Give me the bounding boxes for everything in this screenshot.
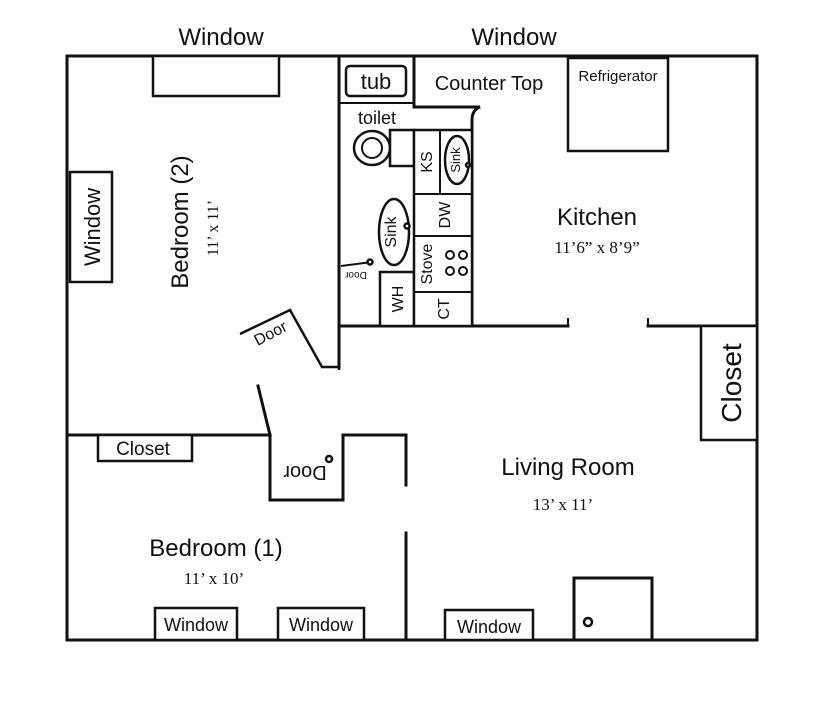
window-label-left: Window: [80, 188, 105, 266]
bath-sink-label: Sink: [383, 215, 400, 247]
tub-label: tub: [361, 69, 392, 94]
window-label-bottom-3: Window: [457, 617, 522, 637]
kitchen-sink-label: Sink: [448, 147, 463, 173]
window-label-top-right: Window: [471, 24, 557, 51]
window-label-bottom-1: Window: [164, 615, 229, 635]
ct-label: CT: [436, 298, 453, 320]
kitchen-name: Kitchen: [557, 204, 637, 231]
refrigerator-label: Refrigerator: [578, 68, 657, 85]
refrigerator: [566, 56, 670, 153]
toilet-label: toilet: [358, 108, 396, 128]
bedroom1-size: 11’ x 10’: [184, 569, 244, 588]
ks-label: KS: [419, 151, 436, 172]
counter-top-label: Counter Top: [435, 73, 544, 95]
dw-label: DW: [437, 201, 454, 229]
bedroom1-name: Bedroom (1): [149, 535, 282, 562]
kitchen-size: 11’6” x 8’9”: [554, 238, 639, 257]
bedroom1-closet-label: Closet: [116, 439, 171, 460]
entry-knob: [582, 616, 594, 628]
kitchen-sink: [443, 134, 472, 186]
tub: [344, 64, 408, 98]
water-heater: [378, 270, 416, 328]
living-room-name: Living Room: [501, 454, 634, 481]
living-room-size: 13’ x 11’: [533, 495, 593, 514]
wall-windows: [68, 54, 535, 642]
living-closet-label: Closet: [716, 343, 747, 423]
bedroom2-size: 11’ x 11’: [205, 200, 222, 256]
living-closet: [699, 324, 759, 442]
bedroom2-door: [239, 308, 341, 370]
bath-door-label: Door: [344, 269, 366, 280]
wh-label: WH: [390, 286, 407, 313]
stove-burners: [445, 250, 468, 276]
window-label-bottom-2: Window: [289, 615, 354, 635]
bedroom1-door-label: Door: [283, 461, 327, 483]
window-label-top-left: Window: [178, 24, 264, 51]
bedroom1-closet: [96, 433, 194, 463]
toilet: [352, 128, 416, 168]
bedroom2-name: Bedroom (2): [167, 155, 194, 288]
stove-label: Stove: [419, 243, 436, 284]
bath-sink: [377, 197, 411, 267]
